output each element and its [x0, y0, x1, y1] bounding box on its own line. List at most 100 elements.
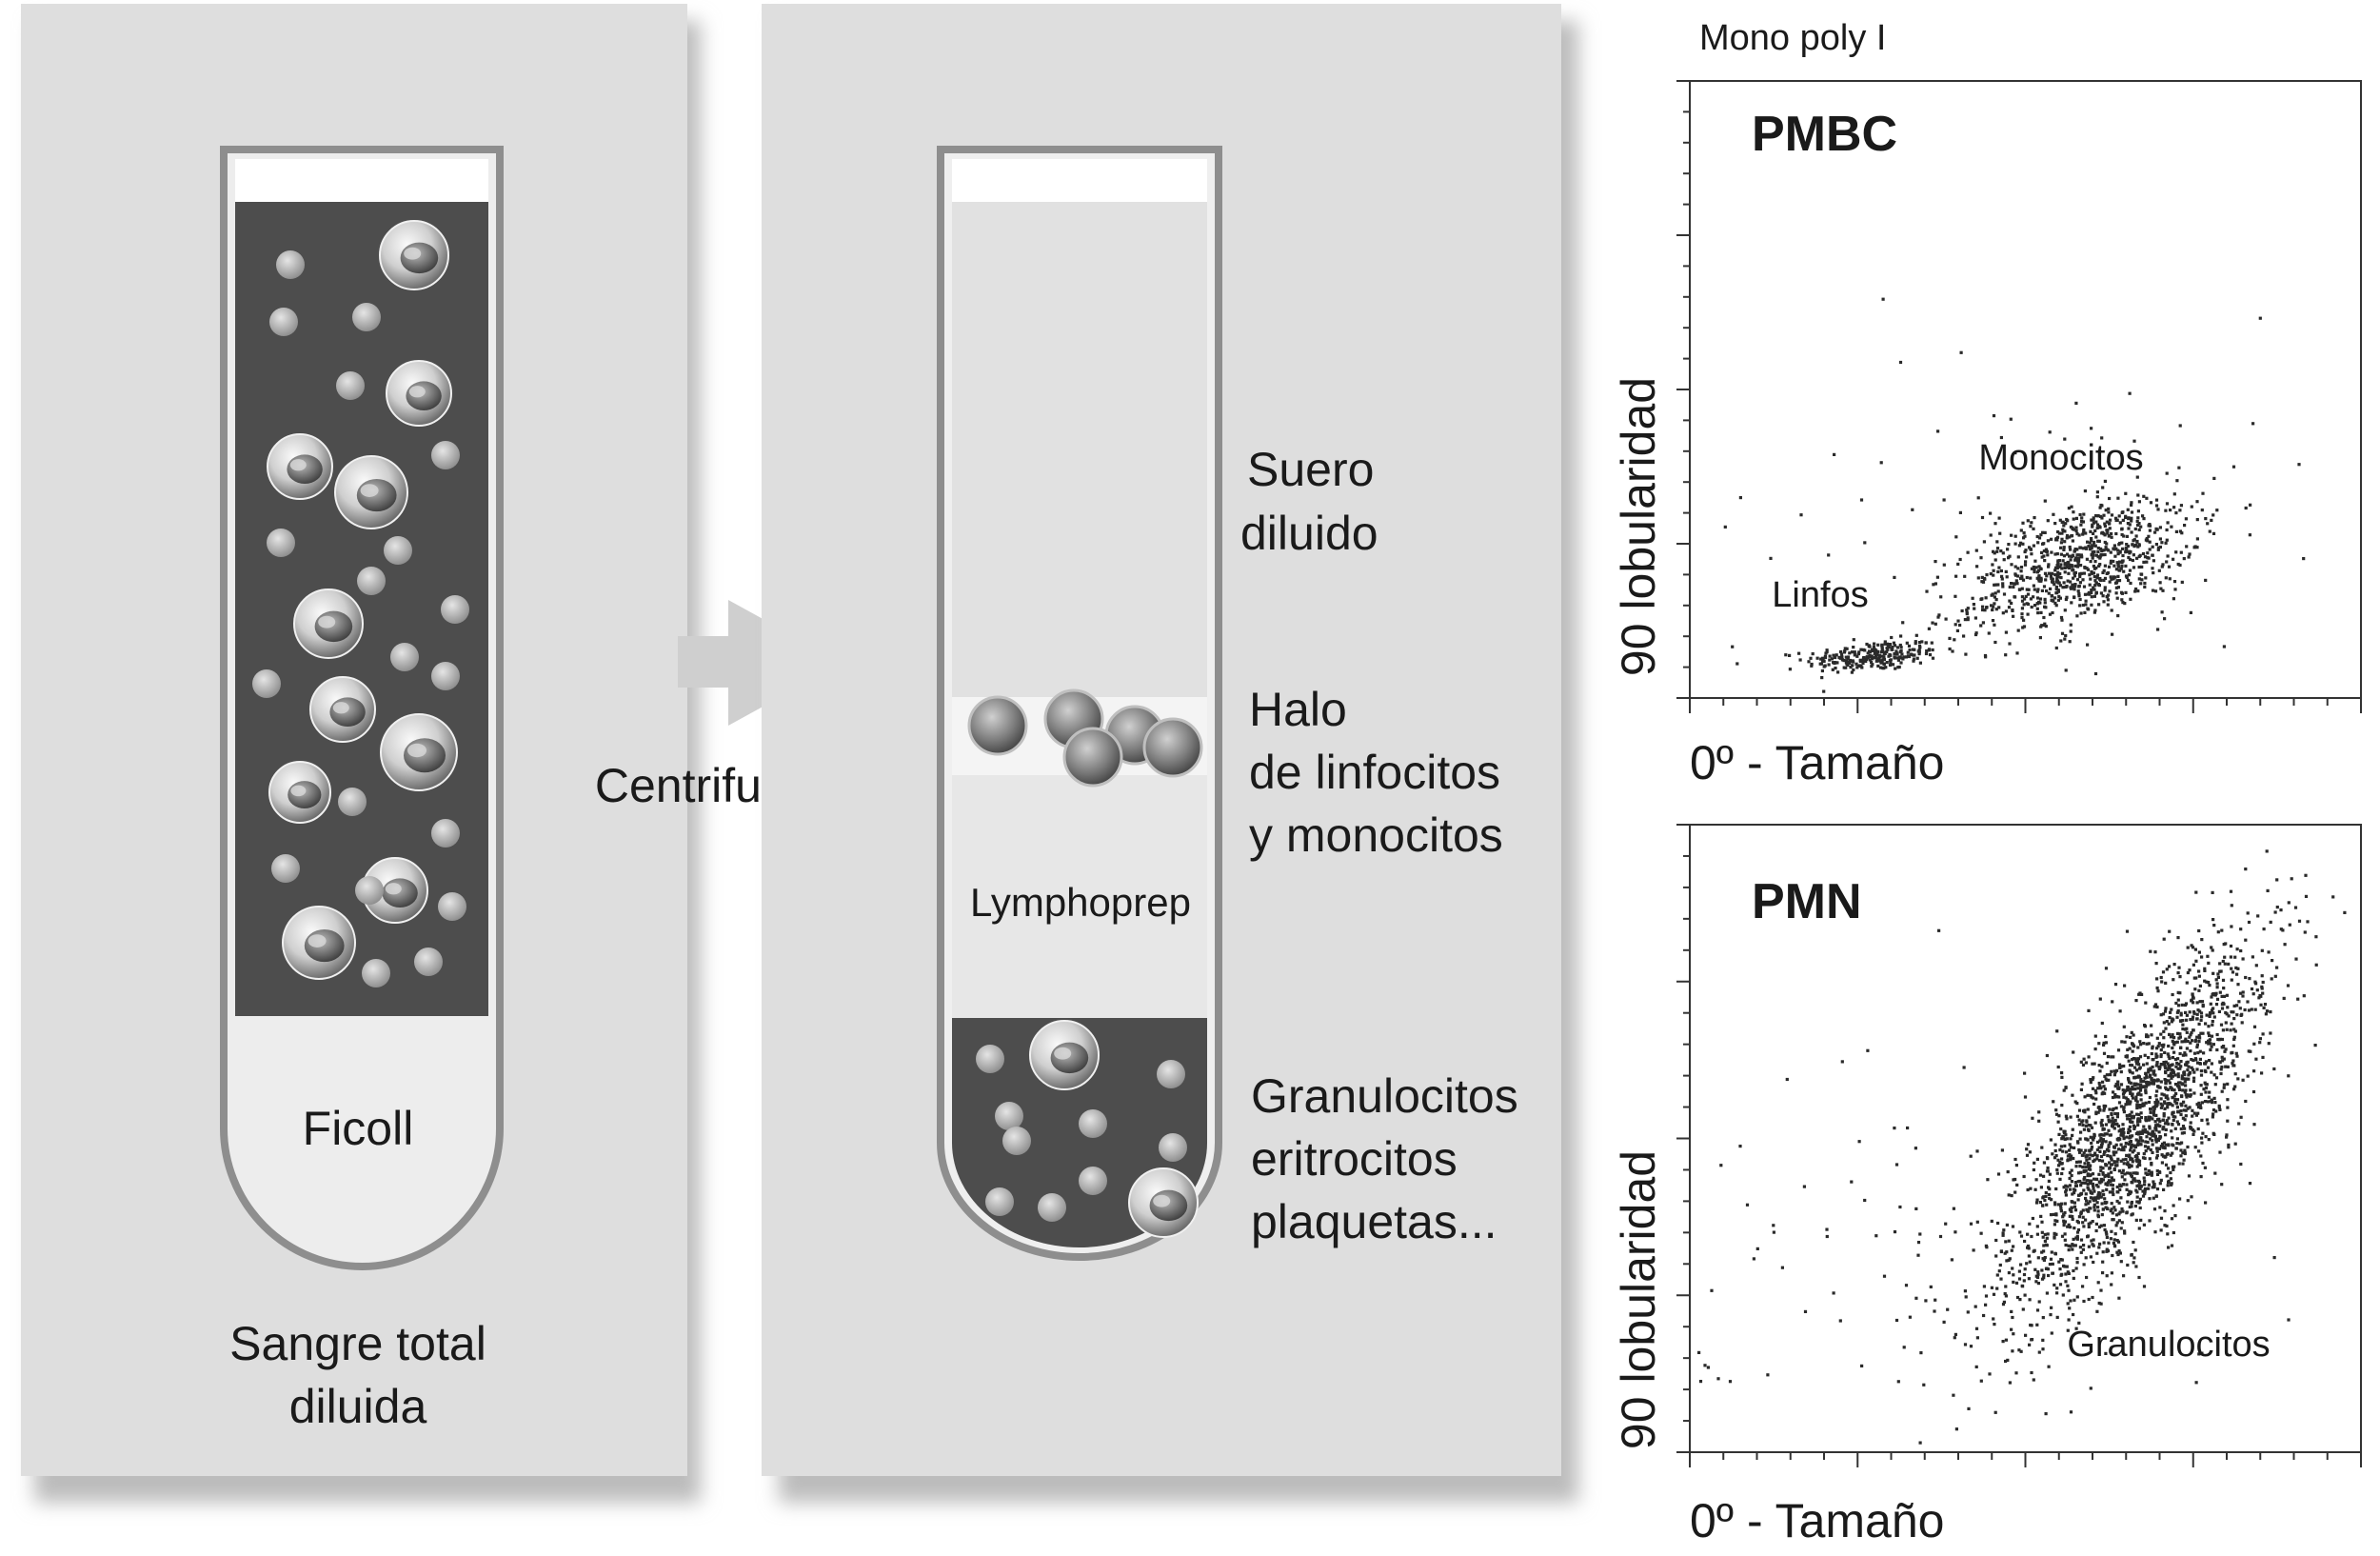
- scatter-point: [2133, 1145, 2138, 1149]
- scatter-point: [2126, 522, 2130, 526]
- scatter-point: [2103, 588, 2107, 592]
- scatter-point: [2111, 1108, 2114, 1112]
- scatter-point: [2116, 586, 2120, 589]
- scatter-point: [2108, 522, 2112, 526]
- scatter-point: [2092, 1187, 2095, 1190]
- scatter-point: [2122, 1131, 2126, 1135]
- scatter-point: [2087, 1173, 2091, 1178]
- scatter-point: [2093, 1121, 2097, 1125]
- scatter-point: [2089, 560, 2092, 564]
- scatter-point: [2212, 476, 2216, 480]
- scatter-point: [1973, 1305, 1977, 1308]
- scatter-point: [2192, 1076, 2196, 1080]
- scatter-point: [2165, 968, 2169, 971]
- scatter-point: [2152, 1186, 2156, 1189]
- scatter-point: [2152, 1132, 2156, 1136]
- scatter-point: [1716, 1377, 1720, 1381]
- scatter-point: [2068, 535, 2072, 539]
- scatter-point: [2152, 1180, 2155, 1184]
- scatter-point: [2013, 451, 2017, 455]
- scatter-point: [2064, 522, 2068, 526]
- scatter-point: [1798, 658, 1802, 662]
- scatter-point: [2158, 581, 2162, 585]
- scatter-point: [1981, 621, 1985, 625]
- scatter-point: [2135, 1165, 2139, 1168]
- scatter-point: [2103, 1201, 2107, 1205]
- scatter-point: [2060, 1157, 2064, 1161]
- scatter-point: [2077, 1108, 2082, 1112]
- scatter-point: [2086, 540, 2090, 544]
- scatter-point: [2130, 1200, 2133, 1205]
- scatter-point: [2084, 603, 2088, 607]
- scatter-point: [2167, 1079, 2171, 1083]
- scatter-point: [2084, 1155, 2088, 1159]
- scatter-point: [1852, 668, 1855, 672]
- scatter-point: [1871, 663, 1874, 667]
- scatter-point: [2231, 1059, 2235, 1063]
- scatter-point: [2176, 1067, 2180, 1070]
- scatter-point: [2135, 1062, 2139, 1066]
- scatter-point: [2076, 1227, 2081, 1232]
- scatter-point: [2085, 1119, 2089, 1123]
- scatter-point: [2075, 1230, 2080, 1234]
- scatter-point: [2163, 1078, 2167, 1082]
- scatter-point: [2155, 528, 2159, 531]
- scatter-point: [2206, 1100, 2210, 1104]
- scatter-point: [2040, 1277, 2045, 1281]
- scatter-point: [2192, 1079, 2196, 1084]
- scatter-point: [2133, 1083, 2137, 1087]
- scatter-point: [2138, 1130, 2143, 1134]
- scatter-point: [2244, 1099, 2248, 1104]
- scatter-point: [2154, 504, 2159, 508]
- scatter-point: [2105, 1249, 2109, 1253]
- scatter-point: [1996, 589, 2000, 593]
- scatter-point: [2179, 1154, 2183, 1158]
- scatter-point: [2063, 570, 2067, 574]
- scatter-point: [2002, 592, 2007, 596]
- scatter-point: [1934, 622, 1937, 626]
- scatter-point: [2026, 1244, 2031, 1248]
- scatter-point: [1836, 670, 1840, 674]
- scatter-point: [2195, 1012, 2199, 1016]
- scatter-point: [2190, 998, 2193, 1002]
- scatter-point: [2103, 552, 2107, 557]
- scatter-point: [2096, 1185, 2100, 1188]
- scatter-point: [1954, 594, 1957, 598]
- scatter-point: [2014, 1164, 2018, 1167]
- scatter-point: [2184, 1104, 2188, 1107]
- scatter-point: [2008, 642, 2012, 646]
- scatter-point: [1917, 644, 1922, 648]
- scatter-point: [2178, 563, 2182, 568]
- scatter-point: [2090, 595, 2093, 599]
- scatter-point: [2042, 1161, 2046, 1165]
- scatter-point: [2089, 1081, 2092, 1085]
- scatter-point: [2130, 530, 2133, 534]
- scatter-point: [2075, 614, 2079, 618]
- scatter-point: [2071, 1243, 2074, 1247]
- scatter-point: [1935, 575, 1939, 579]
- scatter-point: [2070, 587, 2073, 590]
- scatter-point: [2037, 536, 2042, 540]
- scatter-point: [1932, 583, 1935, 587]
- scatter-point: [2180, 1040, 2184, 1044]
- scatter-point: [1954, 574, 1958, 578]
- scatter-point: [2136, 509, 2140, 513]
- scatter-point: [1994, 598, 1998, 602]
- scatter-point: [2093, 584, 2097, 588]
- scatter-point: [2164, 541, 2168, 545]
- scatter-point: [2172, 1094, 2176, 1098]
- scatter-point: [2197, 950, 2201, 954]
- scatter-point: [2028, 1298, 2032, 1302]
- scatter-point: [2072, 1187, 2076, 1191]
- scatter-point: [2083, 566, 2087, 569]
- scatter-point: [2261, 980, 2265, 985]
- scatter-point: [2100, 516, 2104, 520]
- scatter-point: [2078, 604, 2082, 608]
- scatter-point: [2066, 1328, 2070, 1332]
- scatter-point: [1876, 643, 1880, 647]
- scatter-point: [2131, 1157, 2134, 1161]
- scatter-point: [2221, 959, 2225, 964]
- scatter-point: [2179, 1060, 2183, 1064]
- scatter-point: [2211, 1023, 2214, 1027]
- scatter-point: [2107, 549, 2111, 552]
